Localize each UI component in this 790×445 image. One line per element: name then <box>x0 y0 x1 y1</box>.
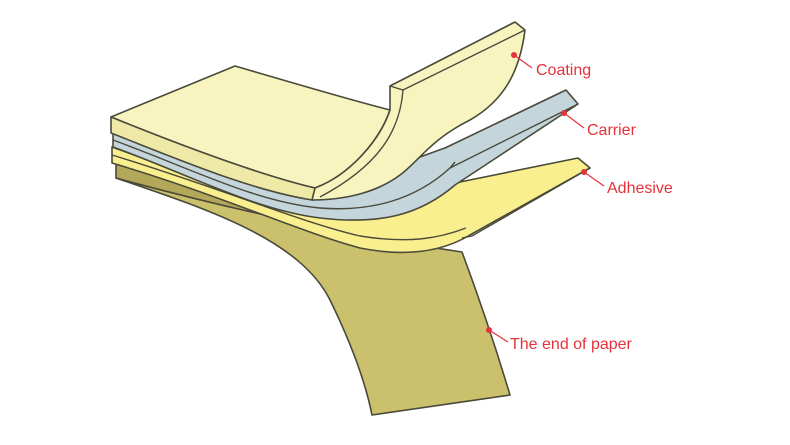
label-paper-end: The end of paper <box>486 327 633 353</box>
coating-layer <box>110 21 526 201</box>
paper-end-label: The end of paper <box>510 336 633 353</box>
coating-label: Coating <box>536 62 591 79</box>
label-carrier: Carrier <box>561 110 637 139</box>
label-coating: Coating <box>511 52 591 79</box>
label-adhesive: Adhesive <box>581 169 673 197</box>
carrier-label: Carrier <box>587 122 637 139</box>
coating-curl <box>311 21 526 201</box>
adhesive-label: Adhesive <box>607 180 673 197</box>
